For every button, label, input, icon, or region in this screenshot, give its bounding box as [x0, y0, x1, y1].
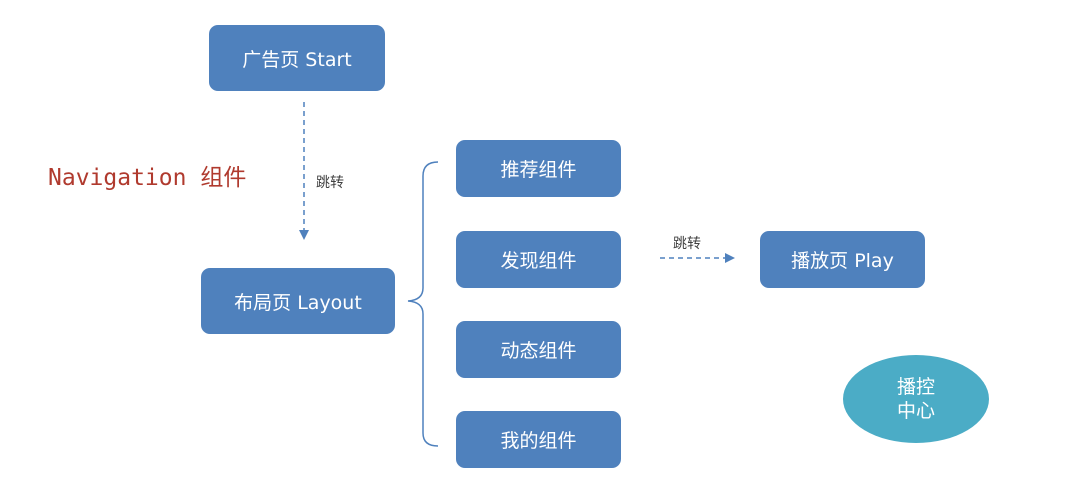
control-center-ellipse: 播控 中心	[843, 355, 989, 443]
navigation-title: Navigation 组件	[48, 165, 247, 191]
start-node: 广告页 Start	[209, 25, 385, 91]
discover-node: 发现组件	[456, 231, 621, 288]
control-center-line2: 中心	[896, 400, 935, 422]
recommend-node: 推荐组件	[456, 140, 621, 197]
jump-label-start-layout: 跳转	[316, 175, 344, 191]
control-center-line1: 播控	[896, 376, 935, 398]
dynamic-node: 动态组件	[456, 321, 621, 378]
play-node: 播放页 Play	[760, 231, 925, 288]
layout-node: 布局页 Layout	[201, 268, 395, 334]
jump-label-discover-play: 跳转	[673, 236, 701, 252]
mine-node: 我的组件	[456, 411, 621, 468]
component-brace	[407, 161, 439, 447]
